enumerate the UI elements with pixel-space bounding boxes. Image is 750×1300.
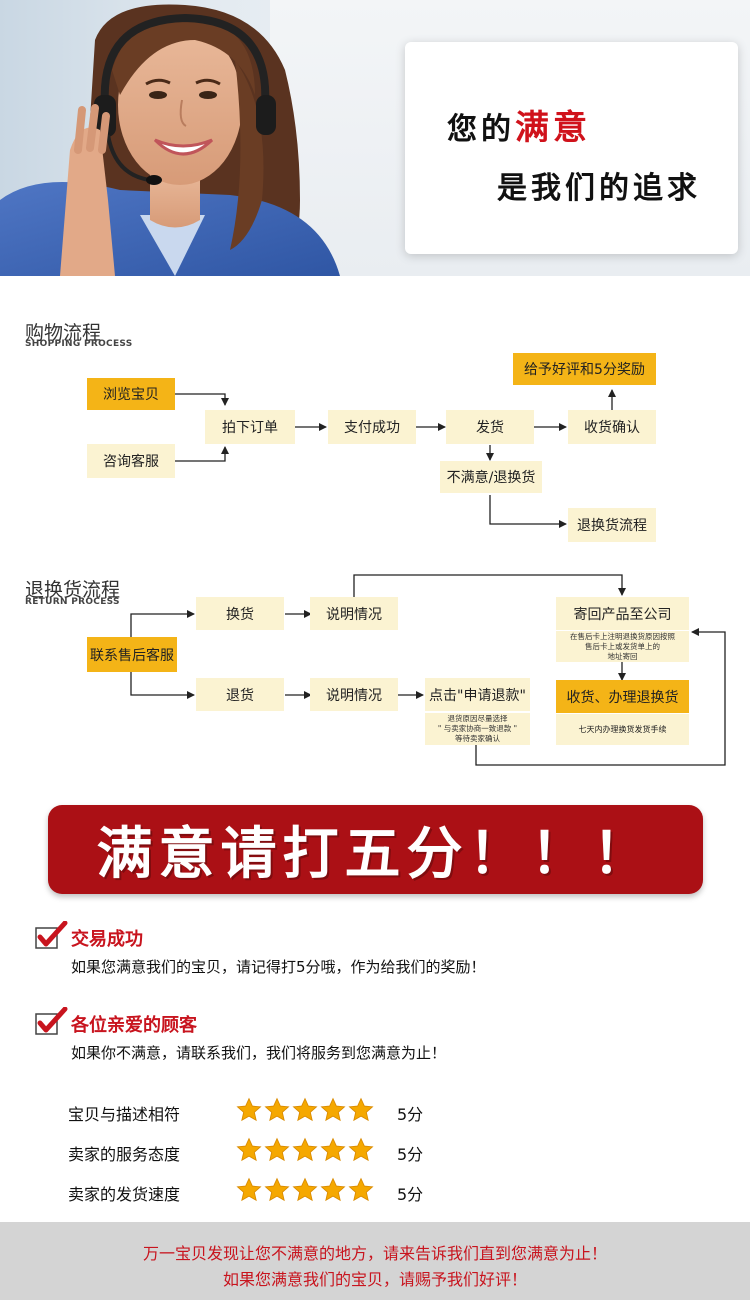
flow-connectors — [130, 389, 726, 766]
slogan-highlight: 满意 — [515, 108, 591, 148]
reward-review-step: 给予好评和5分奖励 — [513, 353, 656, 385]
star-icon — [264, 1097, 290, 1122]
checkmark-icon — [35, 921, 68, 949]
slogan-line-2: 是我们的追求 — [497, 171, 701, 206]
payment-success-step: 支付成功 — [328, 410, 416, 444]
banner-text: 满意请打五分！！！ — [96, 822, 655, 887]
star-icon — [348, 1137, 374, 1162]
star-icon — [320, 1177, 346, 1202]
customer-service-agent-image — [0, 4, 340, 276]
notice-text-trade-success: 如果您满意我们的宝贝，请记得打5分哦，作为给我们的奖励！ — [71, 958, 486, 976]
place-order-step: 拍下订单 — [205, 410, 295, 444]
send-back-step: 寄回产品至公司 — [556, 597, 689, 630]
consult-service-step: 咨询客服 — [87, 444, 175, 478]
contact-aftersales-step: 联系售后客服 — [87, 637, 177, 672]
star-icon — [236, 1097, 262, 1122]
shopping-process-title: 购物流程 — [25, 322, 102, 344]
footer-bar — [0, 1222, 750, 1300]
notice-text-dear-customers: 如果你不满意，请联系我们，我们将服务到您满意为止！ — [71, 1044, 447, 1062]
rate-five-banner: 满意请打五分！！！ — [48, 805, 703, 894]
notice-title-trade-success: 交易成功 — [71, 929, 143, 950]
notice-title-dear-customers: 各位亲爱的顾客 — [71, 1015, 197, 1036]
star-icon — [236, 1177, 262, 1202]
refund-step: 退货 — [196, 678, 284, 711]
send-back-note: 在售后卡上注明退换货原因按照 售后卡上或发货单上的 地址寄回 — [556, 631, 689, 662]
star-icon — [320, 1137, 346, 1162]
star-icon — [292, 1097, 318, 1122]
star-icon — [348, 1097, 374, 1122]
slogan-card — [405, 42, 738, 254]
return-flow-step: 退换货流程 — [568, 508, 656, 542]
star-icon — [292, 1137, 318, 1162]
star-icon — [320, 1097, 346, 1122]
rating-label-shipping: 卖家的发货速度 — [68, 1185, 181, 1204]
rating-label-service: 卖家的服务态度 — [68, 1145, 181, 1164]
receipt-confirm-step: 收货确认 — [568, 410, 656, 444]
return-process-title: 退换货流程 — [25, 579, 121, 601]
browse-products-step: 浏览宝贝 — [87, 378, 175, 410]
unsatisfied-return-step: 不满意/退换货 — [440, 461, 542, 493]
rating-stars-description — [236, 1097, 374, 1123]
receive-handle-note: 七天内办理换货发货手续 — [556, 714, 689, 745]
apply-refund-step: 点击"申请退款" — [425, 678, 530, 711]
footer-line-2: 如果您满意我们的宝贝，请赐予我们好评！ — [222, 1270, 527, 1289]
star-icon — [348, 1177, 374, 1202]
shopping-process-subtitle: SHOPPING PROCESS — [25, 339, 133, 349]
explain-refund-step: 说明情况 — [310, 678, 398, 711]
explain-exchange-step: 说明情况 — [310, 597, 398, 630]
hero-banner — [0, 0, 750, 276]
return-process-subtitle: RETURN PROCESS — [25, 597, 120, 607]
receive-handle-step: 收货、办理退换货 — [556, 680, 689, 713]
apply-refund-note: 退货原因尽量选择 " 与卖家协商一致退款 " 等待卖家确认 — [425, 713, 530, 745]
footer-line-1: 万一宝贝发现让您不满意的地方，请来告诉我们直到您满意为止！ — [142, 1244, 607, 1263]
rating-label-description: 宝贝与描述相符 — [68, 1105, 181, 1124]
rating-score-shipping: 5分 — [397, 1185, 424, 1204]
shipping-step: 发货 — [446, 410, 534, 444]
rating-stars-service — [236, 1137, 374, 1163]
rating-score-description: 5分 — [397, 1105, 424, 1124]
star-icon — [264, 1137, 290, 1162]
star-icon — [292, 1177, 318, 1202]
slogan-line-1: 您的满意 — [447, 108, 591, 148]
star-icon — [236, 1137, 262, 1162]
checkmark-icon — [35, 1007, 68, 1035]
rating-score-service: 5分 — [397, 1145, 424, 1164]
exchange-step: 换货 — [196, 597, 284, 630]
rating-stars-shipping — [236, 1177, 374, 1203]
star-icon — [264, 1177, 290, 1202]
